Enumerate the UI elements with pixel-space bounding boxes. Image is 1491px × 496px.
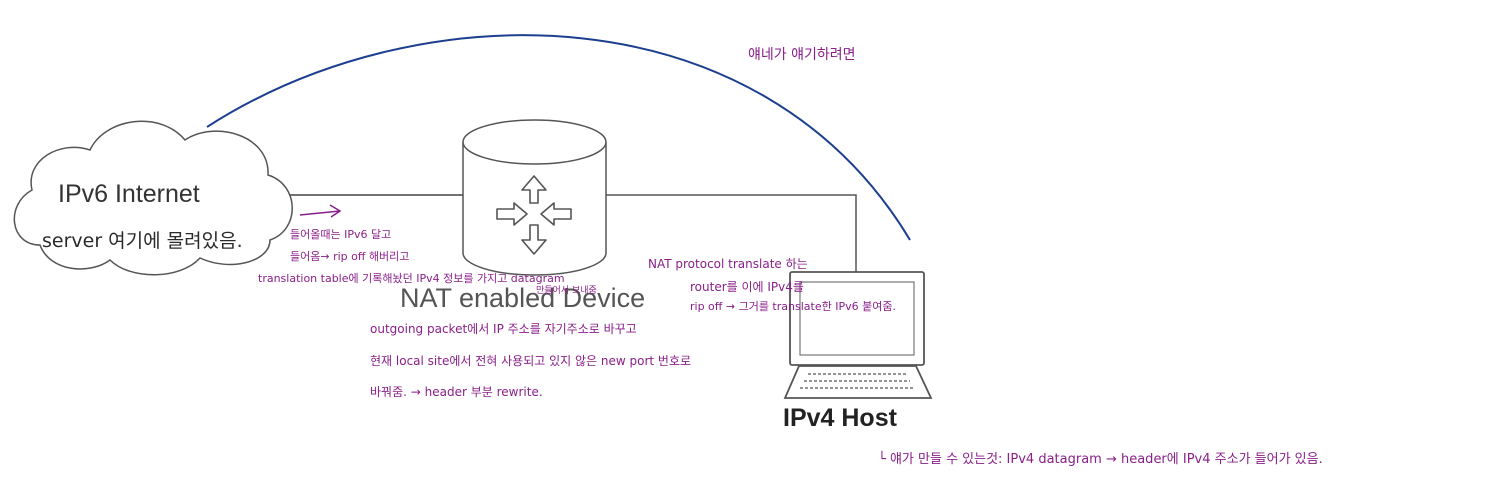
connection-arc [206, 34, 911, 241]
handwritten-arrow [299, 204, 342, 218]
desktop-computer-icon [783, 271, 933, 399]
incoming-note-2: 들어옴→ rip off 해버리고 [290, 250, 410, 263]
router-cylinder-icon [462, 119, 607, 276]
nat-note-1: NAT protocol translate 하는 [648, 257, 808, 271]
nat-note-2: router를 이에 IPv4를 [690, 280, 804, 294]
arc-note: 얘네가 얘기하려면 [748, 47, 856, 63]
host-note: └ 얘가 만들 수 있는것: IPv4 datagram → header에 I… [878, 452, 1323, 467]
cloud-label: IPv6 Internet [58, 180, 200, 208]
server-note: server 여기에 몰려있음. [42, 230, 243, 252]
outgoing-note-3: 바꿔줌. → header 부분 rewrite. [370, 385, 543, 399]
device-label: NAT enabled Device [400, 283, 646, 313]
link-router-host [606, 194, 857, 290]
cloud-icon [13, 120, 293, 276]
incoming-note-1: 들어올때는 IPv6 달고 [290, 228, 392, 241]
translation-table-note-2: 만들어서 보내줌 [536, 286, 597, 296]
translation-table-note: translation table에 기록해놨던 IPv4 정보를 가지고 da… [258, 272, 565, 285]
outgoing-note-2: 현재 local site에서 전혀 사용되고 있지 않은 new port 번… [370, 354, 692, 368]
outgoing-note-1: outgoing packet에서 IP 주소를 자기주소로 바꾸고 [370, 322, 637, 336]
nat-note-3: rip off → 그거를 translate한 IPv6 붙여줌. [690, 300, 896, 313]
host-label: IPv4 Host [783, 404, 897, 432]
